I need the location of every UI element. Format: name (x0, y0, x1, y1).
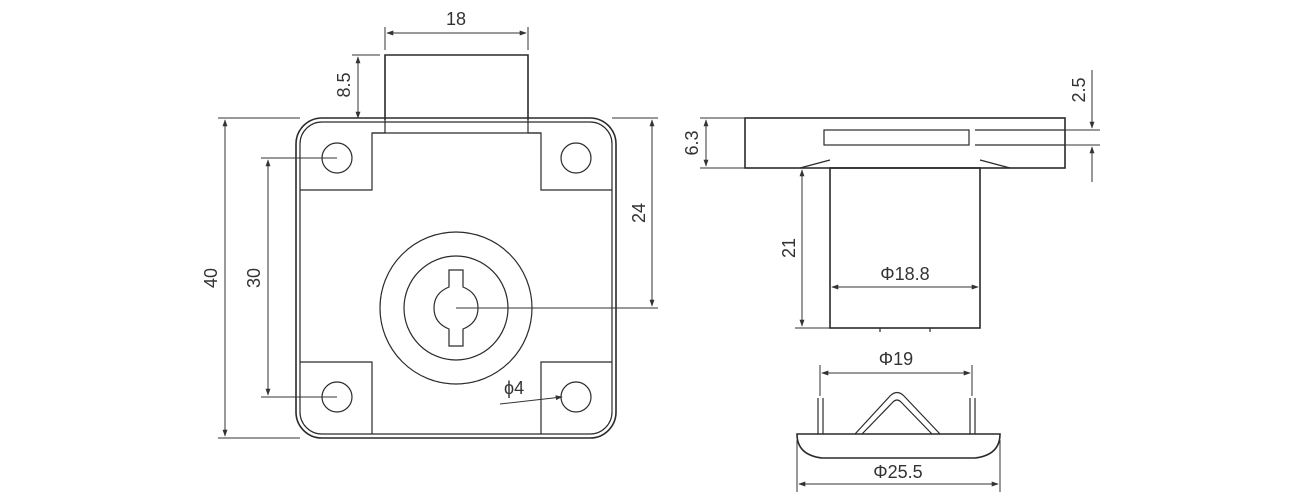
dim-top-width: 18 (446, 9, 466, 29)
side-cylinder-body (829, 167, 981, 329)
side-slot (823, 129, 970, 146)
bolt-tongue (384, 54, 529, 120)
lock-body-inner (299, 121, 613, 435)
dim-line-hole-diameter (499, 395, 563, 405)
body-recess-outline (300, 132, 612, 434)
dim-outer-diameter: Φ25.5 (873, 462, 922, 482)
dim-overall-height: 40 (201, 268, 221, 288)
dim-hole-diameter: ϕ4 (504, 378, 524, 398)
lock-body-outer (295, 117, 617, 439)
front-view: 18 8.5 40 30 24 ϕ4 (201, 9, 658, 439)
dim-slot: 2.5 (1069, 77, 1089, 102)
bottom-view: Φ19 Φ25.5 (796, 349, 1001, 492)
dim-cylinder-offset: 24 (629, 203, 649, 223)
side-view: 6.3 2.5 21 Φ18.8 (682, 70, 1100, 332)
mount-hole-bottom-right (560, 381, 592, 413)
dim-body-diameter: Φ18.8 (880, 264, 929, 284)
dim-top-height: 8.5 (334, 72, 354, 97)
mount-hole-top-right (560, 142, 592, 174)
cap-latch (854, 391, 941, 435)
dim-plate-thickness: 6.3 (682, 130, 702, 155)
side-plate (744, 117, 1066, 169)
cap-base (796, 433, 1001, 459)
dim-inner-diameter: Φ19 (879, 349, 913, 369)
keyhole (433, 269, 479, 347)
dim-body-length: 21 (779, 238, 799, 258)
dim-hole-spacing: 30 (244, 268, 264, 288)
